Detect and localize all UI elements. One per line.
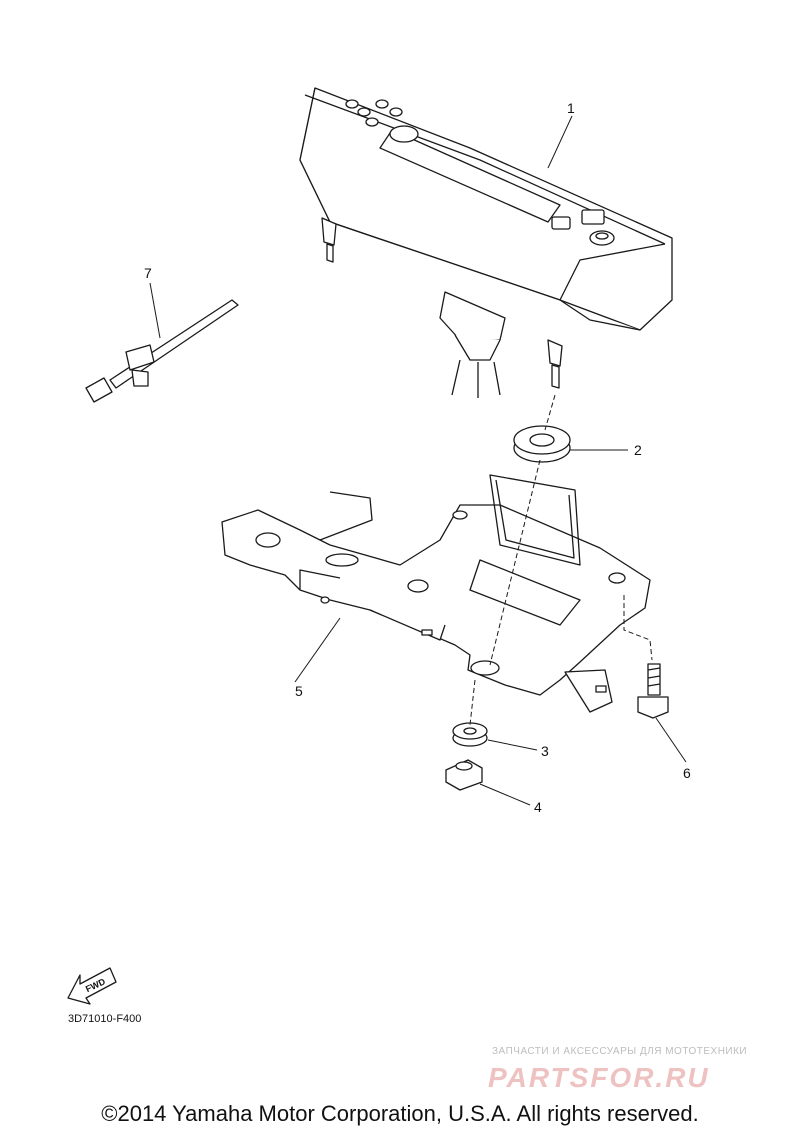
leader-lines bbox=[149, 115, 687, 806]
callout-3: 3 bbox=[541, 743, 549, 759]
grommet bbox=[513, 425, 571, 463]
assembly-guide-lines bbox=[469, 394, 653, 726]
meter-assembly bbox=[299, 87, 673, 398]
meter-bracket bbox=[221, 474, 651, 713]
callout-1: 1 bbox=[567, 100, 575, 116]
callout-5: 5 bbox=[295, 683, 303, 699]
fwd-arrow-icon bbox=[67, 967, 117, 1005]
watermark-tagline: ЗАПЧАСТИ И АКСЕССУАРЫ ДЛЯ МОТОТЕХНИКИ bbox=[492, 1046, 748, 1057]
cable-tie bbox=[85, 299, 239, 403]
collar bbox=[452, 722, 488, 747]
copyright-notice: ©2014 Yamaha Motor Corporation, U.S.A. A… bbox=[101, 1101, 699, 1126]
callout-2: 2 bbox=[634, 442, 642, 458]
part-code: 3D71010-F400 bbox=[68, 1013, 142, 1025]
callout-4: 4 bbox=[534, 799, 542, 815]
callout-7: 7 bbox=[144, 265, 152, 281]
callout-6: 6 bbox=[683, 765, 691, 781]
watermark-logo: PARTSFOR.RU bbox=[488, 1062, 710, 1093]
flange-nut bbox=[445, 759, 483, 791]
bolt bbox=[637, 663, 669, 719]
